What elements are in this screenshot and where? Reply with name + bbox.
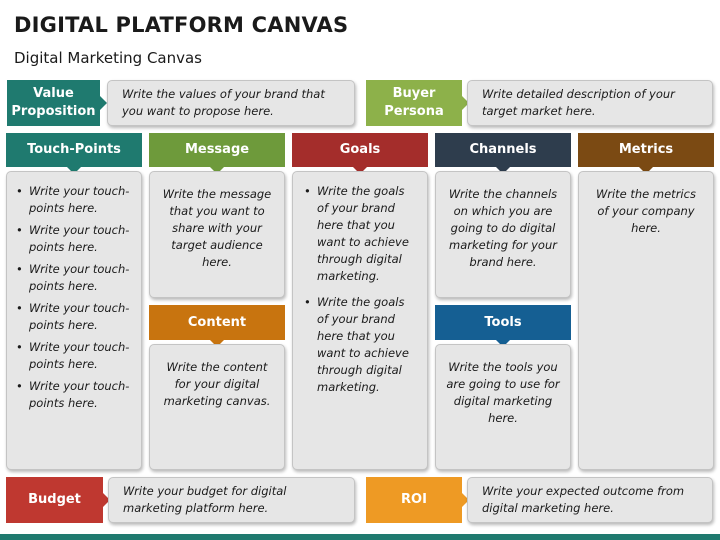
- message-label: Message: [184, 142, 250, 157]
- goals-header: Goals: [292, 133, 428, 174]
- touch-points-box: Write your touch-points here. Write your…: [6, 171, 142, 470]
- goals-box: Write the goals of your brand here that …: [292, 171, 428, 470]
- content-label: Content: [187, 314, 247, 330]
- budget-box: Write your budget for digital marketing …: [108, 477, 355, 523]
- roi-text: Write your expected outcome from digital…: [482, 484, 685, 515]
- value-proposition-box: Write the values of your brand that you …: [107, 80, 355, 126]
- list-item: Write your touch-points here.: [16, 183, 135, 217]
- metrics-text: Write the metrics of your company here.: [596, 187, 696, 235]
- channels-header: Channels: [435, 133, 571, 174]
- budget-label: Budget: [28, 492, 81, 507]
- channels-box: Write the channels on which you are goin…: [435, 171, 571, 298]
- channels-text: Write the channels on which you are goin…: [448, 187, 558, 269]
- buyer-persona-box: Write detailed description of your targe…: [467, 80, 713, 126]
- touch-points-list: Write your touch-points here. Write your…: [7, 172, 141, 412]
- metrics-box: Write the metrics of your company here.: [578, 171, 714, 470]
- roi-label: ROI: [401, 492, 427, 507]
- message-header: Message: [149, 133, 285, 174]
- content-box: Write the content for your digital marke…: [149, 344, 285, 470]
- page-subtitle: Digital Marketing Canvas: [14, 49, 202, 67]
- content-text: Write the content for your digital marke…: [163, 360, 271, 408]
- metrics-header: Metrics: [578, 133, 714, 174]
- goals-list: Write the goals of your brand here that …: [293, 172, 427, 396]
- tools-text: Write the tools you are going to use for…: [446, 360, 560, 425]
- tools-header: Tools: [435, 305, 571, 347]
- footer-bar: [0, 534, 720, 540]
- value-proposition-label: Value Proposition: [11, 86, 96, 119]
- list-item: Write your touch-points here.: [16, 261, 135, 295]
- content-header: Content: [149, 305, 285, 347]
- budget-header: Budget: [6, 477, 110, 523]
- list-item: Write your touch-points here.: [16, 378, 135, 412]
- list-item: Write your touch-points here.: [16, 222, 135, 256]
- list-item: Write the goals of your brand here that …: [304, 294, 419, 396]
- touch-points-header: Touch-Points: [6, 133, 142, 174]
- list-item: Write your touch-points here.: [16, 300, 135, 334]
- roi-box: Write your expected outcome from digital…: [467, 477, 713, 523]
- value-proposition-header: Value Proposition: [7, 80, 107, 126]
- budget-text: Write your budget for digital marketing …: [123, 484, 287, 515]
- message-box: Write the message that you want to share…: [149, 171, 285, 298]
- buyer-persona-header: Buyer Persona: [366, 80, 469, 126]
- list-item: Write the goals of your brand here that …: [304, 183, 419, 285]
- buyer-persona-label: Buyer Persona: [384, 86, 444, 119]
- tools-label: Tools: [484, 314, 522, 330]
- list-item: Write your touch-points here.: [16, 339, 135, 373]
- goals-label: Goals: [339, 142, 381, 157]
- channels-label: Channels: [469, 142, 537, 157]
- touch-points-label: Touch-Points: [27, 142, 121, 157]
- metrics-label: Metrics: [618, 142, 674, 157]
- buyer-persona-text: Write detailed description of your targe…: [482, 87, 675, 118]
- tools-box: Write the tools you are going to use for…: [435, 344, 571, 470]
- roi-header: ROI: [366, 477, 469, 523]
- value-proposition-text: Write the values of your brand that you …: [122, 87, 325, 118]
- message-text: Write the message that you want to share…: [162, 187, 272, 269]
- page-title: DIGITAL PLATFORM CANVAS: [14, 13, 349, 37]
